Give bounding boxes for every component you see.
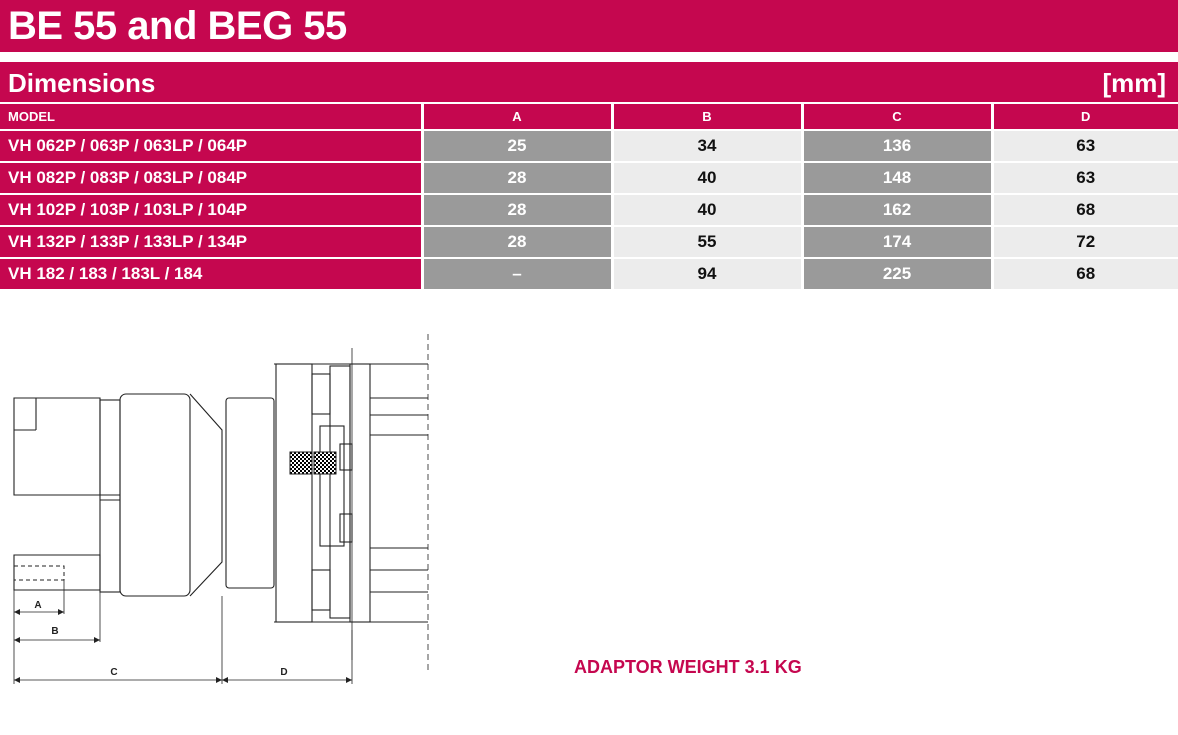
value-cell-a: 28	[422, 162, 614, 195]
column-header-c: C	[802, 104, 994, 131]
motor-flange	[225, 397, 275, 589]
value-cell-d: 72	[992, 226, 1178, 259]
column-header-model: MODEL	[0, 104, 424, 131]
value-cell-d: 68	[992, 258, 1178, 291]
table-header-row: MODEL A B C D	[0, 104, 1178, 131]
value-cell-d: 63	[992, 130, 1178, 163]
value-cell-a: 25	[422, 130, 614, 163]
adaptor-body	[119, 393, 191, 597]
value-cell-c: 174	[802, 226, 994, 259]
model-cell: VH 082P / 083P / 083LP / 084P	[0, 162, 424, 195]
value-cell-b: 40	[612, 162, 804, 195]
model-cell: VH 182 / 183 / 183L / 184	[0, 258, 424, 291]
value-cell-c: 225	[802, 258, 994, 291]
table-row: VH 062P / 063P / 063LP / 064P 25 34 136 …	[0, 130, 1178, 163]
value-cell-c: 136	[802, 130, 994, 163]
model-cell: VH 132P / 133P / 133LP / 134P	[0, 226, 424, 259]
dimension-label-c: C	[110, 667, 117, 678]
model-cell: VH 102P / 103P / 103LP / 104P	[0, 194, 424, 227]
table-row: VH 132P / 133P / 133LP / 134P 28 55 174 …	[0, 226, 1178, 259]
table-row: VH 102P / 103P / 103LP / 104P 28 40 162 …	[0, 194, 1178, 227]
section-title: Dimensions	[8, 68, 156, 98]
shaft-lower	[13, 554, 101, 591]
value-cell-b: 94	[612, 258, 804, 291]
value-cell-d: 63	[992, 162, 1178, 195]
dimensions-table: MODEL A B C D VH 062P / 063P / 063LP / 0…	[0, 104, 1178, 291]
adaptor-drawing: A B C D	[13, 334, 429, 684]
value-cell-a: 28	[422, 194, 614, 227]
table-row: VH 182 / 183 / 183L / 184 – 94 225 68	[0, 258, 1178, 291]
value-cell-a: –	[422, 258, 614, 291]
title-bar	[0, 0, 1178, 52]
unit-label: [mm]	[1102, 68, 1166, 98]
table-row: VH 082P / 083P / 083LP / 084P 28 40 148 …	[0, 162, 1178, 195]
value-cell-a: 28	[422, 226, 614, 259]
section-bar	[0, 62, 1178, 102]
value-cell-b: 40	[612, 194, 804, 227]
value-cell-b: 34	[612, 130, 804, 163]
dimension-label-d: D	[280, 667, 287, 678]
dimension-label-b: B	[51, 626, 58, 637]
page-title: BE 55 and BEG 55	[8, 4, 347, 48]
mounting-plate	[275, 363, 313, 623]
model-cell: VH 062P / 063P / 063LP / 064P	[0, 130, 424, 163]
value-cell-c: 148	[802, 162, 994, 195]
dimension-label-a: A	[34, 600, 41, 611]
shaft-upper	[13, 397, 101, 496]
value-cell-c: 162	[802, 194, 994, 227]
column-header-d: D	[992, 104, 1178, 131]
column-header-a: A	[422, 104, 614, 131]
adaptor-weight: ADAPTOR WEIGHT 3.1 KG	[574, 657, 802, 677]
value-cell-d: 68	[992, 194, 1178, 227]
column-header-b: B	[612, 104, 804, 131]
value-cell-b: 55	[612, 226, 804, 259]
